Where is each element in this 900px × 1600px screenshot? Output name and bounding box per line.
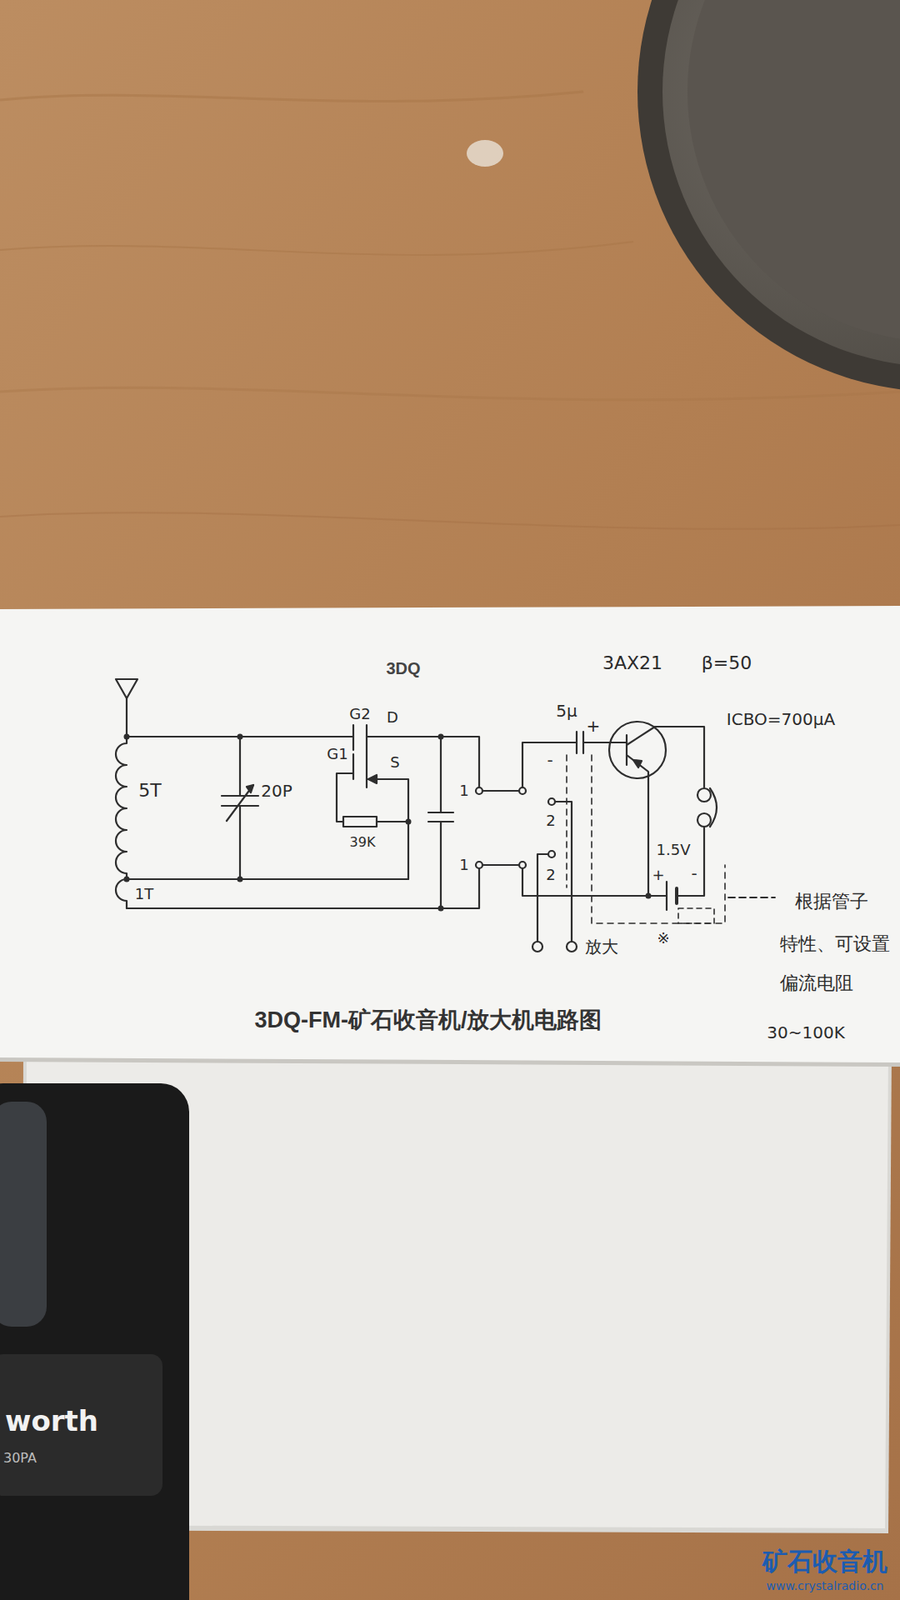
paper-card [0, 605, 900, 1067]
junction-dot [237, 876, 244, 883]
switch-contact [475, 861, 483, 869]
junction-dot [438, 905, 445, 912]
schematic-label: β=50 [701, 653, 752, 674]
battery-symbol [665, 881, 668, 910]
wood-desk [0, 387, 900, 400]
schematic-label: + [651, 866, 665, 884]
variable-capacitor [221, 736, 259, 880]
meter-device [0, 1354, 163, 1496]
meter-device [0, 1101, 47, 1327]
schematic-label: 2 [545, 812, 555, 830]
wood-desk [0, 241, 634, 255]
output-terminal [532, 941, 577, 952]
mosfet-symbol [353, 725, 367, 788]
earphone-symbol [697, 813, 711, 827]
junction-dot [438, 734, 445, 740]
schematic-label: 1.5V [656, 841, 691, 859]
schematic-label: + [586, 716, 601, 735]
metal-object [687, 0, 900, 342]
device-brand: worth [5, 1405, 99, 1437]
schematic-label: G2 [349, 705, 370, 723]
schematic-label: 特性、可设置 [780, 934, 890, 955]
switch-contact [475, 787, 555, 869]
arrow-head [368, 775, 377, 784]
circuit-schematic [115, 679, 775, 952]
metal-object [662, 0, 900, 367]
device-model: 30PA [3, 1450, 37, 1466]
schematic-label: 1 [459, 782, 469, 800]
wire [336, 773, 354, 822]
switch-contact [519, 861, 526, 869]
capacitor-symbol [428, 736, 454, 909]
switch-contact [548, 798, 555, 805]
wood-desk [0, 512, 900, 530]
output-terminal [566, 941, 577, 952]
wire [522, 742, 577, 788]
wire [126, 868, 480, 909]
arrow-head [633, 760, 642, 768]
paper-card [0, 605, 900, 1063]
junction-dot [405, 819, 412, 825]
transistor-symbol [626, 726, 705, 896]
schematic-label: G1 [326, 745, 348, 763]
wire [676, 826, 705, 896]
transistor-symbol [609, 721, 666, 779]
wood-desk [466, 140, 504, 167]
diagram-caption: 3DQ-FM-矿石收音机/放大机电路图 [255, 1008, 603, 1034]
watermark: www.crystalradio.cn [766, 1580, 885, 1593]
meter-device [0, 1083, 190, 1600]
dashed-outline [678, 908, 715, 924]
switch-contact [519, 787, 526, 795]
schematic-label: 1 [459, 856, 469, 874]
schematic-label: 1T [135, 885, 154, 903]
switch-contact [548, 850, 555, 858]
wire [366, 779, 409, 880]
meter-device [0, 1083, 190, 1600]
arrow-head [246, 785, 254, 793]
junction-dot [124, 734, 130, 740]
wood-desk [0, 91, 584, 102]
schematic-label: 2 [545, 866, 555, 884]
schematic-label: S [390, 754, 400, 771]
schematic-label: - [690, 864, 697, 883]
schematic-label: 39K [350, 835, 376, 850]
schematic-label: 3AX21 [602, 653, 663, 674]
wire [522, 868, 667, 896]
schematic-label: ※ [656, 930, 670, 947]
schematic-label: 30~100K [766, 1023, 845, 1042]
switch-contact [475, 787, 483, 795]
wire [376, 820, 409, 823]
antenna-symbol [115, 679, 138, 699]
dashed-outline [566, 755, 725, 924]
schematic-label: 5T [138, 780, 161, 801]
watermark: 矿石收音机 [762, 1547, 888, 1575]
electrolytic-capacitor [576, 731, 627, 754]
schematic-label: ICBO=700μA [726, 710, 835, 729]
schematic-label: - [546, 750, 553, 770]
output-terminal [532, 941, 543, 952]
resistor-symbol [343, 816, 377, 827]
diagram-title: 3DQ [385, 659, 420, 678]
metal-object [637, 0, 900, 392]
junction-dot [124, 876, 130, 883]
schematic-label: D [386, 709, 399, 726]
schematic-label: 20P [260, 781, 293, 800]
schematic-label: 5μ [555, 701, 577, 720]
leader-line [728, 896, 775, 899]
switch-arm [483, 790, 520, 865]
junction-dot [237, 734, 244, 740]
schematic-label: 放大 [585, 937, 619, 956]
metal-object [637, 0, 900, 392]
earphone-symbol [697, 788, 711, 802]
schematic-label: 根据管子 [795, 891, 869, 912]
wire [126, 878, 409, 880]
schematic-label: 偏流电阻 [780, 973, 854, 994]
